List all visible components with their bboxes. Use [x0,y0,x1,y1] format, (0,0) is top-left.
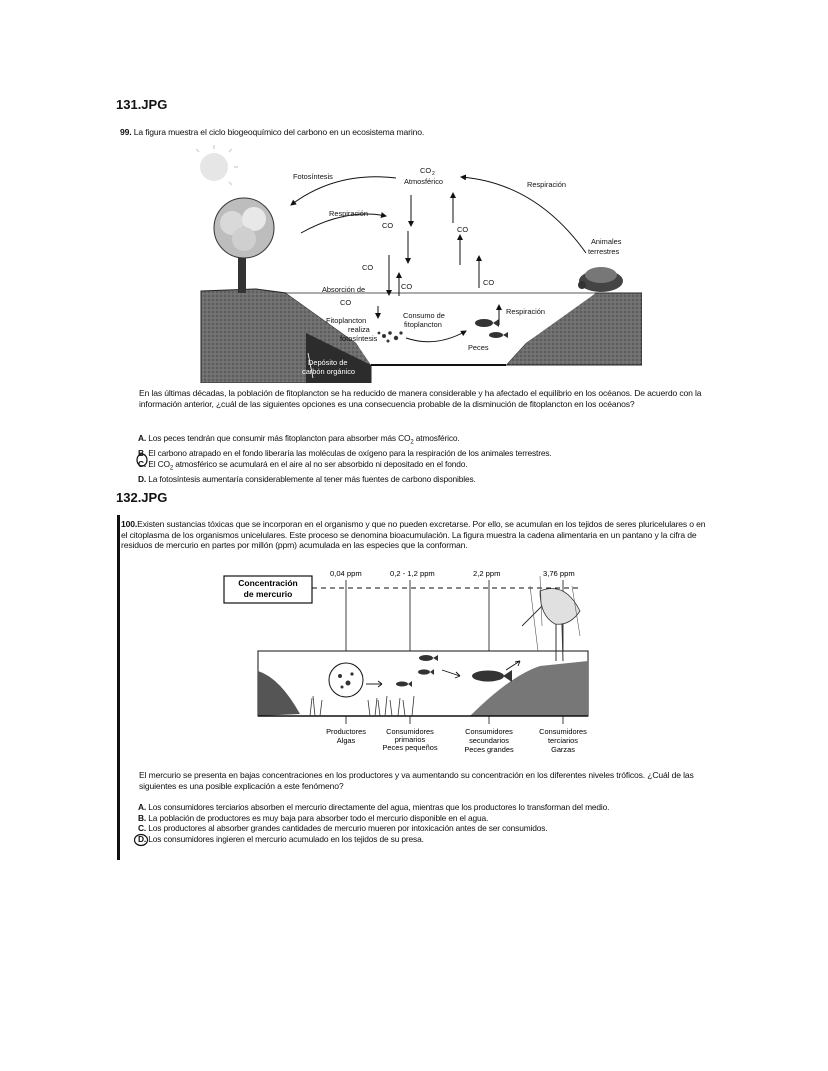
option-c[interactable]: C. El CO2 atmosférico se acumulará en el… [138,458,468,472]
species-2-line1: Consumidores [386,727,434,736]
respiration-right-arrow [460,174,587,254]
option-c[interactable]: C. Los productores al absorber grandes c… [138,823,548,833]
svg-text:CO: CO [362,263,373,272]
carbon-cycle-figure: Fotosíntesis CO 2 Atmosférico Respiració… [196,145,642,383]
svg-text:CO: CO [457,225,468,234]
label-respiracion-water: Respiración [506,307,545,316]
option-b[interactable]: B. El carbono atrapado en el fondo liber… [138,448,552,459]
question-99-stem: 99. La figura muestra el ciclo biogeoquí… [120,127,720,138]
species-1-line2: Algas [337,736,356,745]
section-filename-132: 132.JPG [116,490,168,505]
ppm-4: 3,76 ppm [543,569,575,578]
svg-text:2: 2 [432,171,435,177]
svg-text:fitoplancton: fitoplancton [404,320,442,329]
question-100-number: 100. [121,519,138,529]
question-99-stem-text: La figura muestra el ciclo biogeoquímico… [133,127,425,137]
ppm-1: 0,04 ppm [330,569,362,578]
species-4-line3: Garzas [551,745,575,754]
large-fish-icon [472,670,512,682]
ppm-3: 2,2 ppm [473,569,500,578]
question-100-stem-text: Existen sustancias tóxicas que se incorp… [121,519,706,550]
option-d[interactable]: D. Los consumidores ingieren el mercurio… [138,833,424,844]
water [286,293,596,365]
label-respiracion-left: Respiración [329,209,368,218]
svg-text:CO: CO [382,221,393,230]
svg-text:CO: CO [483,278,494,287]
option-a[interactable]: A. Los consumidores terciarios absorben … [138,802,610,812]
option-d[interactable]: D. La fotosíntesis aumentaría considerab… [138,473,476,484]
option-a[interactable]: A. Los peces tendrán que consumir más fi… [138,433,460,446]
algae-icon [338,672,354,689]
fish-icon [475,319,508,338]
question-100-stem: 100.Existen sustancias tóxicas que se in… [121,519,713,551]
question-100-options: A. Los consumidores terciarios absorben … [138,802,738,844]
label-deposito: Depósito de [308,358,347,367]
label-peces: Peces [468,343,489,352]
option-b[interactable]: B. La población de productores es muy ba… [138,812,489,823]
label-atmosferico: Atmosférico [404,177,443,186]
label-consumo: Consumo de [403,311,445,320]
small-fish-icon [396,655,438,687]
species-3-line2: secundarios [469,736,509,745]
respiration-left-arrow [300,212,387,234]
handwritten-circle-mark [136,453,148,467]
label-carbon: carbón orgánico [302,367,355,376]
section-filename-131: 131.JPG [116,97,168,112]
question-99-number: 99. [120,127,132,137]
sun-icon [196,145,238,186]
label-respiracion-right: Respiración [527,180,566,189]
species-2-line3: Peces pequeños [382,743,437,752]
svg-text:fotosíntesis: fotosíntesis [340,334,378,343]
label-fitoplancton: Fitoplancton [326,316,366,325]
svg-text:CO: CO [401,282,412,291]
pond-right-bank [470,661,588,716]
left-border-bar [117,515,120,860]
species-3-line1: Consumidores [465,727,513,736]
label-co2-atm: CO [420,166,431,175]
turtle-icon [578,267,623,292]
label-animales: Animales [591,237,622,246]
question-99-body: En las últimas décadas, la población de … [139,388,702,409]
species-2-line2: primarios [395,735,426,744]
question-100-body: El mercurio se presenta en bajas concent… [139,770,694,791]
label-fotosintesis: Fotosíntesis [293,172,333,181]
question-99-options: A. Los peces tendrán que consumir más fi… [138,433,738,484]
species-1-line1: Productores [326,727,366,736]
svg-text:realiza: realiza [348,325,371,334]
photosynthesis-arrow [290,176,397,206]
heron-icon [521,575,581,662]
box-line2: de mercurio [244,589,293,599]
species-4-line1: Consumidores [539,727,587,736]
species-4-line2: terciarios [548,736,578,745]
svg-text:CO: CO [340,298,351,307]
tree-icon [213,197,275,293]
label-absorcion: Absorción de [322,285,365,294]
box-line1: Concentración [238,578,298,588]
species-3-line3: Peces grandes [464,745,514,754]
handwritten-circle-mark-2 [133,833,149,847]
pond-left-bank [258,671,300,716]
algae-plants [309,695,415,717]
mercury-figure: Concentración de mercurio 0,04 ppm 0,2 -… [223,569,589,754]
label-terrestres: terrestres [588,247,620,256]
sediment-deposit [306,333,371,383]
ppm-2: 0,2 - 1,2 ppm [390,569,435,578]
phytoplankton-icon [377,331,403,343]
